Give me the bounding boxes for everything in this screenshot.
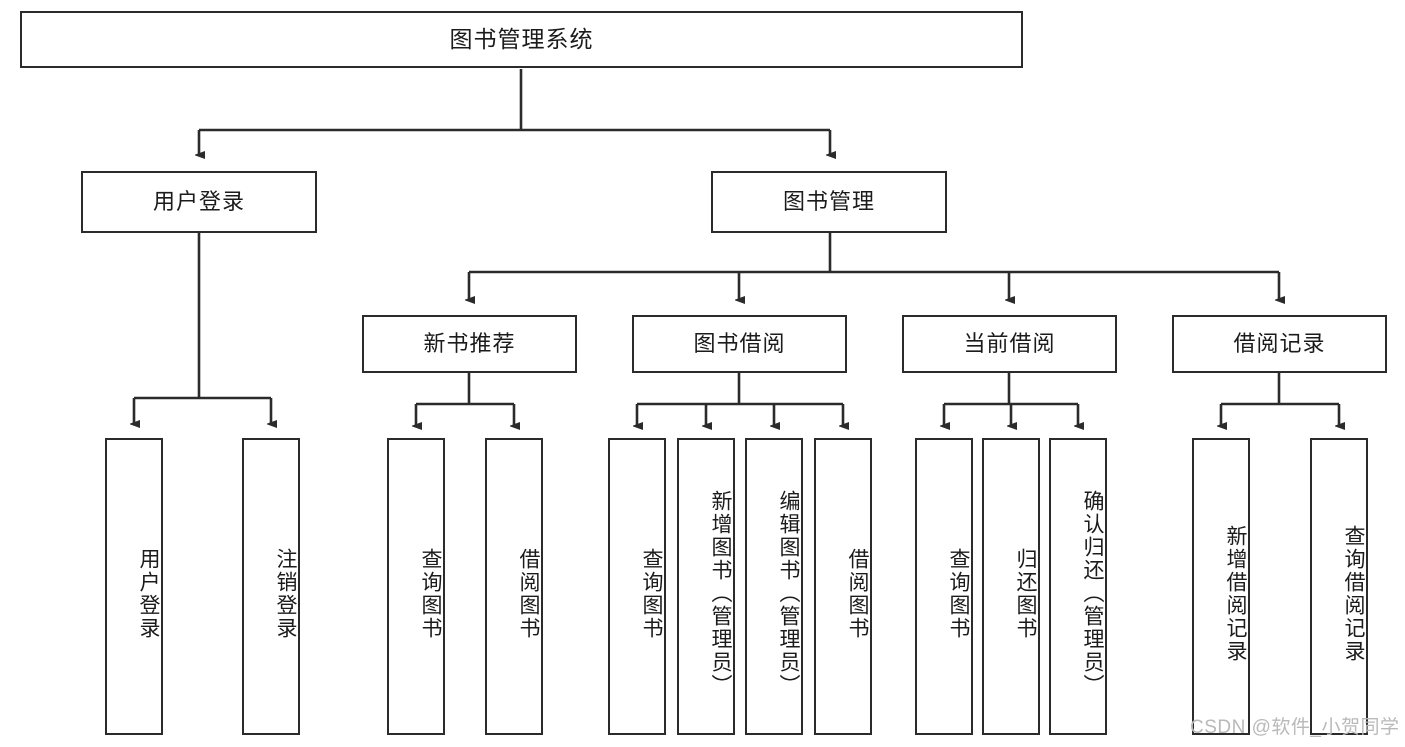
node-new-book-recommend[interactable]: 新书推荐 bbox=[362, 315, 577, 373]
leaf-borrow-record-query-record[interactable]: 查询借阅记录 bbox=[1310, 438, 1368, 735]
leaf-borrow-record-add-record[interactable]: 新增借阅记录 bbox=[1192, 438, 1250, 735]
node-user-login[interactable]: 用户登录 bbox=[81, 171, 317, 233]
leaf-user-login-logout[interactable]: 注销登录 bbox=[242, 438, 300, 735]
node-current-borrow[interactable]: 当前借阅 bbox=[902, 315, 1117, 373]
watermark-text: CSDN @软件_小贺同学 bbox=[1190, 717, 1400, 738]
leaf-new-book-query-book[interactable]: 查询图书 bbox=[387, 438, 445, 735]
node-book-management[interactable]: 图书管理 bbox=[711, 171, 947, 233]
leaf-book-borrow-query-book[interactable]: 查询图书 bbox=[608, 438, 666, 735]
leaf-new-book-borrow-book[interactable]: 借阅图书 bbox=[485, 438, 543, 735]
leaf-current-borrow-query-book[interactable]: 查询图书 bbox=[915, 438, 973, 735]
node-book-borrow[interactable]: 图书借阅 bbox=[632, 315, 847, 373]
leaf-book-borrow-edit-book-admin[interactable]: 编辑图书（管理员） bbox=[745, 438, 803, 735]
leaf-user-login-login[interactable]: 用户登录 bbox=[105, 438, 163, 735]
leaf-book-borrow-add-book-admin[interactable]: 新增图书（管理员） bbox=[677, 438, 735, 735]
node-borrow-record[interactable]: 借阅记录 bbox=[1172, 315, 1387, 373]
node-root-book-management-system[interactable]: 图书管理系统 bbox=[20, 11, 1023, 68]
leaf-current-borrow-return-book[interactable]: 归还图书 bbox=[982, 438, 1040, 735]
leaf-book-borrow-borrow-book[interactable]: 借阅图书 bbox=[814, 438, 872, 735]
leaf-current-borrow-confirm-return-admin[interactable]: 确认归还（管理员） bbox=[1049, 438, 1107, 735]
